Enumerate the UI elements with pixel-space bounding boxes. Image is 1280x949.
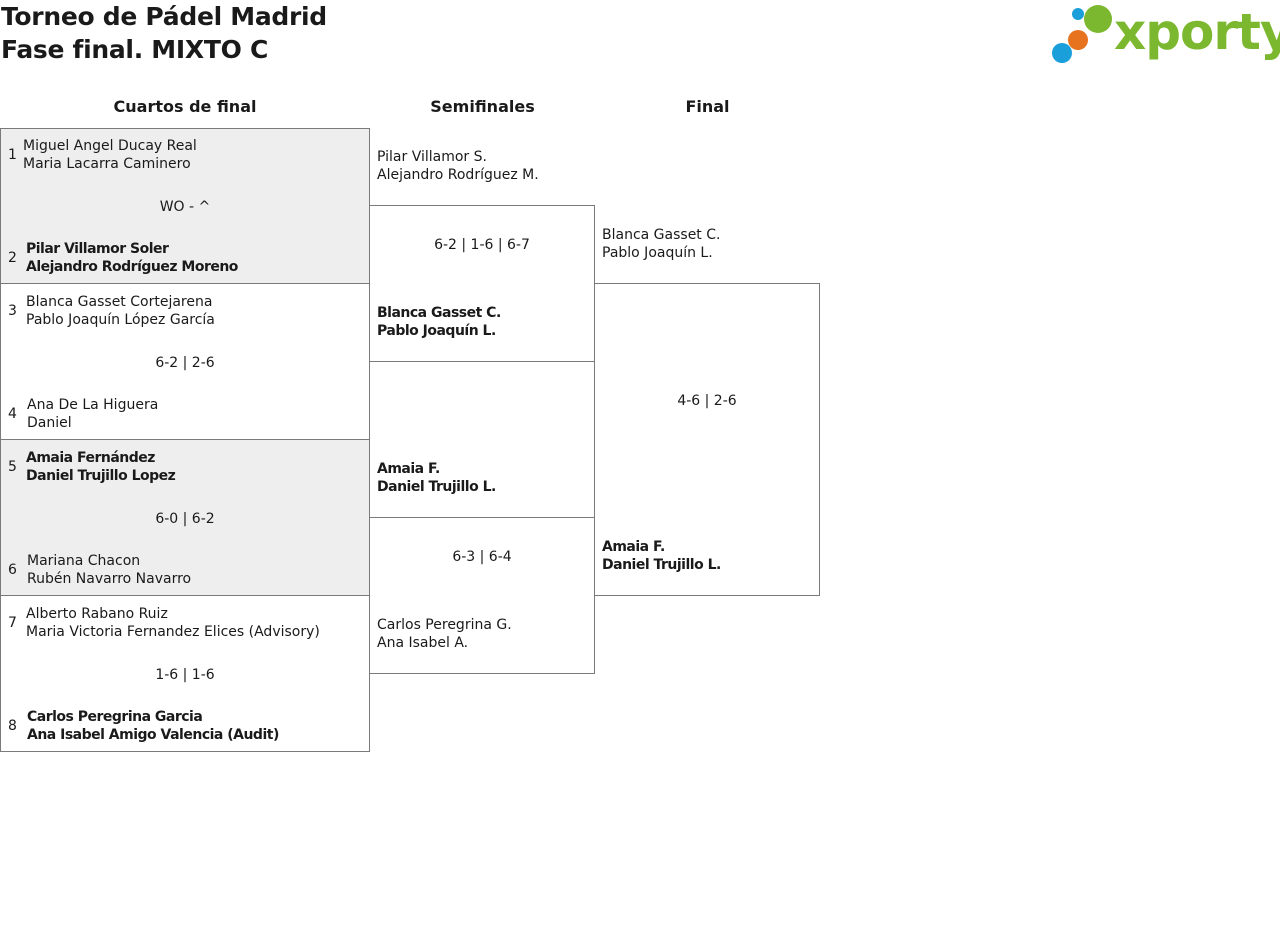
semifinal-1-team-top[interactable]: Pilar Villamor S. Alejandro Rodríguez M. xyxy=(377,148,539,184)
seed-number: 6 xyxy=(8,562,17,578)
player-name: Mariana Chacon xyxy=(27,553,141,569)
round-title-quarterfinals: Cuartos de final xyxy=(113,97,257,116)
player-name: Ana Isabel Amigo Valencia (Audit) xyxy=(27,727,279,743)
quarterfinal-match-2[interactable]: 3 Blanca Gasset Cortejarena Pablo Joaquí… xyxy=(0,283,370,440)
seed-number: 3 xyxy=(8,303,17,319)
xporty-logo[interactable]: xporty xyxy=(1050,3,1280,67)
team-bottom[interactable]: Carlos Peregrina G. Ana Isabel A. xyxy=(377,616,512,652)
match-score: 6-3 | 6-4 xyxy=(452,549,512,565)
team-top[interactable]: Alberto Rabano Ruiz Maria Victoria Ferna… xyxy=(26,605,320,641)
seed-number: 7 xyxy=(8,615,17,631)
seed-number: 8 xyxy=(8,718,17,734)
player-name: Maria Lacarra Caminero xyxy=(23,156,191,172)
quarterfinal-match-1[interactable]: 1 Miguel Angel Ducay Real Maria Lacarra … xyxy=(0,128,370,284)
logo-dot-blue-small xyxy=(1072,8,1084,20)
player-name: Carlos Peregrina Garcia xyxy=(27,709,203,725)
match-score: 4-6 | 2-6 xyxy=(677,393,737,409)
final-match[interactable]: 4-6 | 2-6 Amaia F. Daniel Trujillo L. xyxy=(594,283,820,596)
player-name: Blanca Gasset Cortejarena xyxy=(26,294,213,310)
semifinal-match-1[interactable]: 6-2 | 1-6 | 6-7 Blanca Gasset C. Pablo J… xyxy=(369,205,595,362)
player-name: Pilar Villamor Soler xyxy=(26,241,169,257)
seed-number: 4 xyxy=(8,406,17,422)
match-score: 1-6 | 1-6 xyxy=(155,667,215,683)
player-name: Miguel Angel Ducay Real xyxy=(23,138,197,154)
player-name: Alejandro Rodríguez M. xyxy=(377,167,539,183)
team-bottom-winner[interactable]: Blanca Gasset C. Pablo Joaquín L. xyxy=(377,304,501,340)
player-name: Alejandro Rodríguez Moreno xyxy=(26,259,238,275)
player-name: Daniel Trujillo L. xyxy=(377,479,496,495)
logo-text: xporty xyxy=(1114,3,1280,61)
player-name: Daniel Trujillo Lopez xyxy=(26,468,176,484)
quarterfinal-match-4[interactable]: 7 Alberto Rabano Ruiz Maria Victoria Fer… xyxy=(0,595,370,752)
seed-number: 5 xyxy=(8,459,17,475)
player-name: Daniel Trujillo L. xyxy=(602,557,721,573)
phase-title: Fase final. MIXTO C xyxy=(1,35,269,64)
player-name: Pablo Joaquín López García xyxy=(26,312,215,328)
player-name: Ana Isabel A. xyxy=(377,635,469,651)
player-name: Pablo Joaquín L. xyxy=(602,245,713,261)
logo-dot-orange xyxy=(1068,30,1088,50)
match-score: 6-2 | 1-6 | 6-7 xyxy=(434,237,530,253)
semifinal-match-2[interactable]: 6-3 | 6-4 Carlos Peregrina G. Ana Isabel… xyxy=(369,517,595,674)
match-score: 6-0 | 6-2 xyxy=(155,511,215,527)
player-name: Pablo Joaquín L. xyxy=(377,323,496,339)
match-score: 6-2 | 2-6 xyxy=(155,355,215,371)
team-top[interactable]: Miguel Angel Ducay Real Maria Lacarra Ca… xyxy=(23,137,197,173)
player-name: Carlos Peregrina G. xyxy=(377,617,512,633)
team-bottom-winner[interactable]: Carlos Peregrina Garcia Ana Isabel Amigo… xyxy=(27,708,279,744)
player-name: Maria Victoria Fernandez Elices (Advisor… xyxy=(26,624,320,640)
round-title-semifinals: Semifinales xyxy=(430,97,535,116)
player-name: Blanca Gasset C. xyxy=(377,305,501,321)
player-name: Daniel xyxy=(27,415,72,431)
seed-number: 1 xyxy=(8,147,17,163)
team-bottom-winner[interactable]: Amaia F. Daniel Trujillo L. xyxy=(602,538,721,574)
final-team-top[interactable]: Blanca Gasset C. Pablo Joaquín L. xyxy=(602,226,720,262)
seed-number: 2 xyxy=(8,250,17,266)
team-bottom[interactable]: Ana De La Higuera Daniel xyxy=(27,396,158,432)
player-name: Rubén Navarro Navarro xyxy=(27,571,192,587)
player-name: Pilar Villamor S. xyxy=(377,149,487,165)
logo-dot-blue-large xyxy=(1052,43,1072,63)
player-name: Amaia Fernández xyxy=(26,450,155,466)
team-top[interactable]: Blanca Gasset Cortejarena Pablo Joaquín … xyxy=(26,293,215,329)
round-title-final: Final xyxy=(685,97,730,116)
team-bottom[interactable]: Mariana Chacon Rubén Navarro Navarro xyxy=(27,552,191,588)
player-name: Blanca Gasset C. xyxy=(602,227,721,243)
quarterfinal-match-3[interactable]: 5 Amaia Fernández Daniel Trujillo Lopez … xyxy=(0,439,370,596)
match-score: WO - ^ xyxy=(159,199,211,215)
tournament-title: Torneo de Pádel Madrid xyxy=(1,2,327,31)
logo-dot-green xyxy=(1084,5,1112,33)
semifinal-2-team-top-winner[interactable]: Amaia F. Daniel Trujillo L. xyxy=(377,460,496,496)
player-name: Alberto Rabano Ruiz xyxy=(26,606,168,622)
team-top-winner[interactable]: Amaia Fernández Daniel Trujillo Lopez xyxy=(26,449,176,485)
player-name: Amaia F. xyxy=(602,539,665,555)
player-name: Amaia F. xyxy=(377,461,440,477)
player-name: Ana De La Higuera xyxy=(27,397,159,413)
team-bottom-winner[interactable]: Pilar Villamor Soler Alejandro Rodríguez… xyxy=(26,240,238,276)
